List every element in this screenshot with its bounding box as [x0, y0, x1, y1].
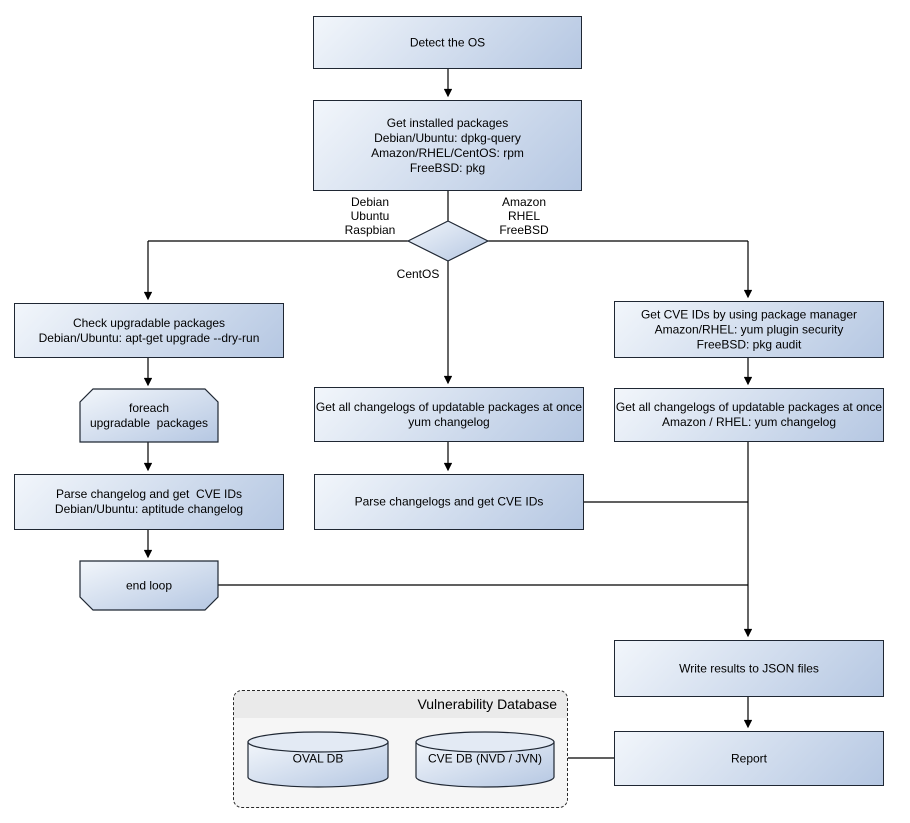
node-label: Write results to JSON files — [679, 661, 819, 675]
node-label: Parse changelog and get CVE IDs Debian/U… — [54, 487, 244, 516]
node-label: Get all changelogs of updatable packages… — [315, 399, 583, 429]
node-label: Report — [730, 751, 768, 765]
branch-label-debian-ubuntu-raspbian: Debian Ubuntu Raspbian — [344, 195, 396, 237]
loop-end-label-wrap: end loop — [80, 561, 218, 610]
cve-db-label: CVE DB (NVD / JVN) — [427, 751, 543, 766]
oval-db-label-wrap: OVAL DB — [248, 745, 388, 773]
node-get-cve-ids-package-manager: Get CVE IDs by using package manager Ama… — [614, 301, 884, 358]
node-label: Get CVE IDs by using package manager Ama… — [640, 307, 858, 351]
node-report: Report — [614, 731, 884, 786]
loop-begin-label-wrap: foreach upgradable packages — [80, 389, 218, 442]
loop-begin-shape — [79, 388, 219, 443]
database-cylinder-oval — [247, 731, 389, 788]
node-label: Check upgradable packages Debian/Ubuntu:… — [38, 315, 260, 345]
node-check-upgradable-packages: Check upgradable packages Debian/Ubuntu:… — [14, 303, 284, 358]
branch-label-amazon-rhel-freebsd: Amazon RHEL FreeBSD — [499, 195, 549, 237]
branch-label-centos: CentOS — [396, 267, 440, 281]
node-get-installed-packages: Get installed packages Debian/Ubuntu: dp… — [313, 100, 582, 191]
node-label: Get all changelogs of updatable packages… — [615, 400, 883, 429]
group-title: Vulnerability Database — [234, 691, 567, 718]
node-write-results-json: Write results to JSON files — [614, 640, 884, 697]
loop-end-label: end loop — [125, 578, 173, 592]
node-parse-changelogs-centos: Parse changelogs and get CVE IDs — [314, 474, 584, 530]
node-parse-changelog-debian: Parse changelog and get CVE IDs Debian/U… — [14, 474, 284, 530]
node-label: Get installed packages Debian/Ubuntu: dp… — [371, 115, 524, 175]
loop-end-shape — [79, 560, 219, 611]
loop-begin-label: foreach upgradable packages — [89, 400, 209, 430]
decision-diamond — [406, 220, 490, 262]
node-label: Detect the OS — [409, 35, 486, 49]
oval-db-label: OVAL DB — [292, 751, 344, 766]
node-get-changelogs-centos: Get all changelogs of updatable packages… — [314, 387, 584, 442]
database-cylinder-cve — [415, 731, 555, 788]
node-detect-os: Detect the OS — [313, 16, 582, 69]
node-get-changelogs-rhel: Get all changelogs of updatable packages… — [614, 388, 884, 442]
cve-db-label-wrap: CVE DB (NVD / JVN) — [416, 745, 554, 773]
node-label: Parse changelogs and get CVE IDs — [354, 494, 544, 509]
